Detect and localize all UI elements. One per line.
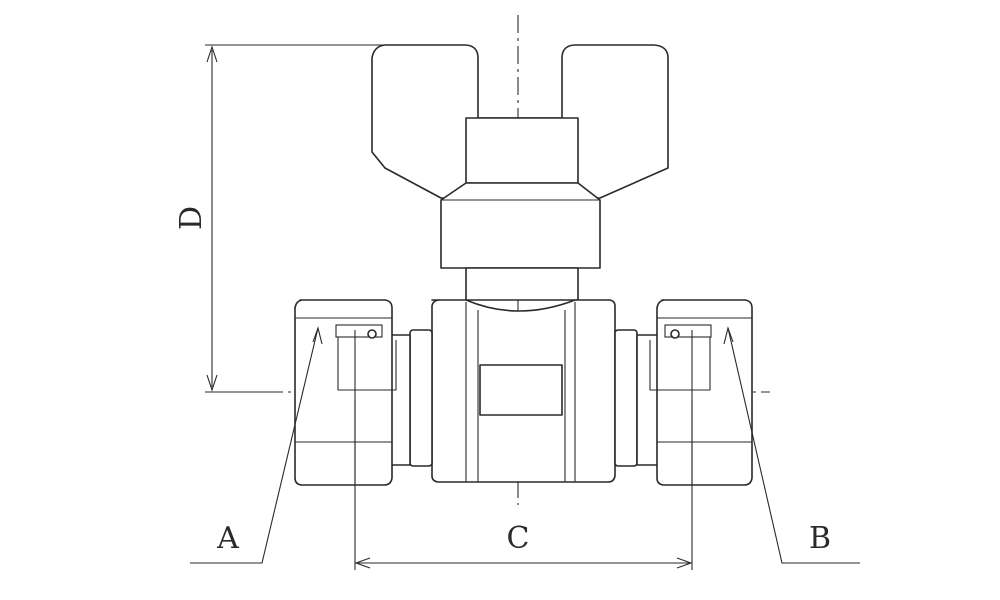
dimension-c-arrow-right — [676, 557, 693, 569]
right-union-nut — [656, 299, 753, 486]
callout-label-a: A — [216, 521, 239, 556]
left-union-nut — [294, 299, 393, 486]
dimension-d-arrow-bottom — [206, 374, 218, 392]
dimension-c-arrow-left — [354, 557, 371, 569]
dimension-label-c: C — [507, 521, 530, 556]
right-seal-ring — [664, 324, 712, 338]
leader-a-arrow — [312, 326, 323, 345]
right-thread-profile — [649, 337, 711, 391]
dimension-label-d: D — [174, 206, 209, 230]
valve-neck — [465, 267, 579, 301]
leader-b — [727, 327, 860, 564]
dimension-d-arrow-top — [206, 45, 218, 63]
body-left-collar — [409, 329, 433, 467]
left-seal-ring — [335, 324, 383, 338]
left-thread-profile — [337, 337, 397, 391]
bonnet-nut — [440, 182, 601, 269]
left-o-ring — [367, 329, 377, 339]
handle-stem — [465, 117, 579, 184]
callout-label-b: B — [809, 521, 831, 556]
right-o-ring — [670, 329, 680, 339]
leader-a — [190, 327, 319, 564]
body-port-window — [479, 364, 563, 416]
leader-b-arrow — [723, 326, 734, 345]
body-right-collar — [614, 329, 638, 467]
